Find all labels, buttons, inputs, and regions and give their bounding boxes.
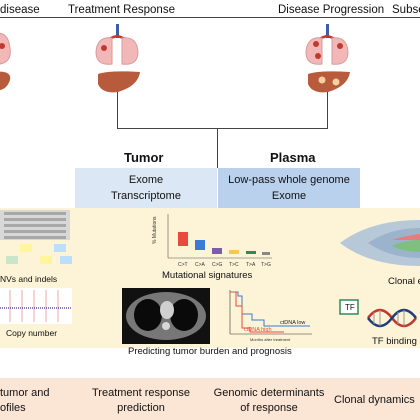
survival-plot: ctDNA low ctDNA high Months after treatm… bbox=[229, 290, 312, 342]
tumor-assay-transcriptome: Transcriptome bbox=[111, 190, 181, 202]
outcome-1-line1: tumor and bbox=[0, 387, 50, 399]
lungs-icon-3 bbox=[305, 24, 349, 65]
plasma-assays-box: Low-pass whole genome Exome bbox=[218, 168, 360, 209]
sig-x-tick: T>G bbox=[261, 262, 271, 268]
km-x-label: Months after treatment bbox=[250, 337, 291, 342]
tumor-burden-label: Predicting tumor burden and prognosis bbox=[128, 346, 292, 357]
liver-icon-3 bbox=[308, 71, 350, 93]
tf-box-label: TF bbox=[345, 303, 355, 312]
tumor-assay-exome: Exome bbox=[128, 174, 164, 186]
organ-illustrations bbox=[0, 24, 350, 93]
stage-label-disease-progression: Disease Progression bbox=[278, 4, 385, 16]
ct-scan-image bbox=[122, 288, 210, 344]
liver-icon-1 bbox=[0, 71, 11, 90]
sig-x-tick: C>G bbox=[212, 262, 223, 268]
connector-left-vertical bbox=[117, 92, 118, 128]
timeline-horizontal-line bbox=[0, 17, 420, 18]
plasma-assay-lowpass: Low-pass whole genome bbox=[228, 174, 350, 186]
copy-number-plot bbox=[0, 288, 72, 324]
sig-x-tick: C>T bbox=[178, 262, 188, 268]
mutational-signatures-label: Mutational signatures bbox=[162, 270, 253, 281]
sig-x-tick: C>A bbox=[195, 262, 206, 268]
outcome-1: tumor and ofiles bbox=[0, 386, 60, 416]
outcome-1-line2: ofiles bbox=[0, 402, 26, 414]
outcome-2-line1: Treatment response bbox=[91, 387, 191, 399]
outcome-3-line2: of response bbox=[240, 402, 298, 414]
sig-y-label: % Mutations bbox=[152, 216, 158, 244]
tumor-assays-box: Exome Transcriptome bbox=[75, 168, 217, 209]
km-low-label: ctDNA low bbox=[280, 320, 305, 326]
outcome-bar bbox=[0, 378, 420, 420]
tumor-title: Tumor bbox=[124, 150, 164, 165]
snv-indel-label: NVs and indels bbox=[0, 274, 58, 284]
clonal-evolution-label: Clonal e bbox=[388, 276, 420, 287]
outcome-3: Genomic determinants of response bbox=[208, 386, 330, 416]
connector-center-vertical bbox=[217, 128, 218, 168]
stage-label-disease: disease bbox=[0, 4, 40, 16]
outcome-3-line1: Genomic determinants bbox=[213, 387, 325, 399]
stage-label-subsequent: Subse bbox=[392, 4, 420, 16]
sig-x-tick: T>A bbox=[246, 262, 256, 268]
tf-binding-label: TF binding bbox=[372, 336, 417, 347]
lungs-icon-1 bbox=[0, 32, 11, 65]
stage-label-treatment-response: Treatment Response bbox=[68, 4, 175, 16]
clonal-evolution-plot bbox=[340, 220, 420, 266]
sig-x-tick: T>C bbox=[229, 262, 239, 268]
km-high-label: ctDNA high bbox=[244, 327, 272, 333]
lungs-icon-2 bbox=[95, 24, 139, 65]
copy-number-label: Copy number bbox=[6, 328, 58, 338]
liver-icon-2 bbox=[98, 71, 140, 93]
mutational-signatures-plot: % Mutations C>T C>A C>G T>C T>A T>G bbox=[152, 214, 272, 268]
tf-binding-graphic bbox=[339, 299, 417, 328]
alignment-graphic bbox=[0, 210, 72, 264]
outcome-4: Clonal dynamics bbox=[334, 394, 415, 406]
outcome-2-line2: prediction bbox=[117, 402, 165, 414]
connector-horizontal bbox=[117, 128, 328, 129]
plasma-assay-exome: Exome bbox=[271, 190, 307, 202]
outcome-2: Treatment response prediction bbox=[86, 386, 196, 416]
connector-right-vertical bbox=[327, 92, 328, 128]
plasma-title: Plasma bbox=[270, 150, 316, 165]
